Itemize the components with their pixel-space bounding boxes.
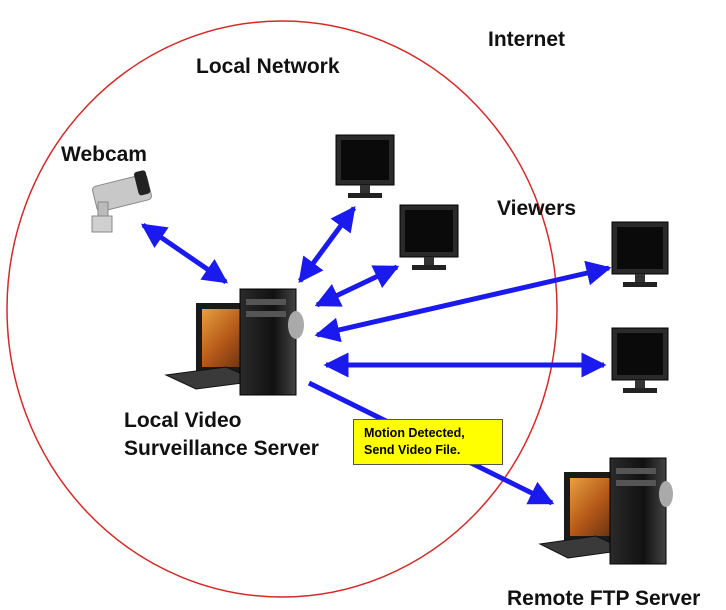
server-label-line2: Surveillance Server (124, 437, 319, 460)
arrow-webcam-server (140, 222, 229, 285)
internet-label: Internet (488, 28, 566, 51)
arrow-server-viewer-3 (314, 260, 612, 343)
note-line1: Motion Detected, (364, 426, 465, 440)
monitor-icon (611, 327, 669, 393)
webcam-label: Webcam (61, 143, 147, 166)
server-label-line1: Local Video (124, 409, 242, 432)
computer-icon (164, 288, 304, 396)
webcam-icon (91, 170, 152, 233)
arrow-server-viewer-2 (314, 264, 400, 308)
monitor-icon (335, 134, 395, 198)
server-icon (538, 457, 673, 565)
remote-ftp-label: Remote FTP Server (507, 587, 701, 610)
note-line2: Send Video File. (364, 443, 461, 457)
monitor-icon (611, 221, 669, 287)
arrow-server-viewer-1 (297, 205, 357, 284)
viewers-label: Viewers (497, 197, 577, 220)
monitor-icon (399, 204, 459, 270)
motion-detected-note: Motion Detected, Send Video File. (353, 419, 503, 465)
local-network-label: Local Network (196, 55, 340, 78)
